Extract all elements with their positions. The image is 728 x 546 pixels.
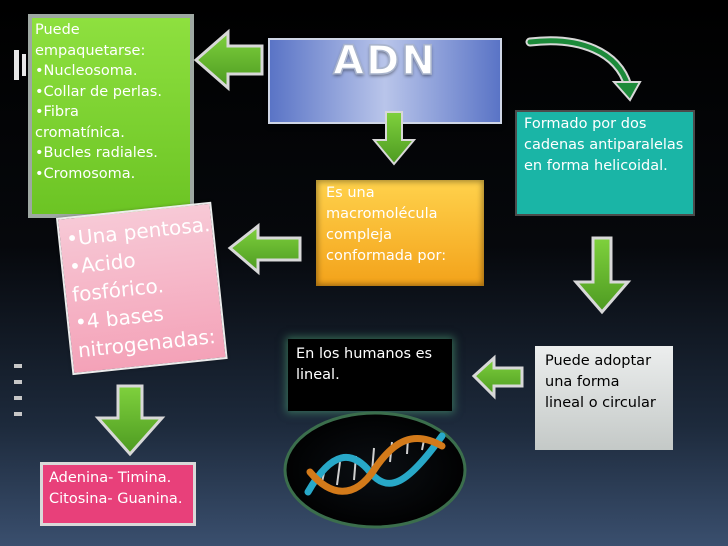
packaging-line: •Nucleosoma. — [35, 63, 138, 79]
dna-helix-icon — [283, 411, 467, 529]
arrow-down-icon — [572, 236, 632, 315]
packaging-line: •Cromosoma. — [35, 165, 136, 182]
page-title: ADN — [332, 37, 437, 85]
packaging-line: •Fibra — [35, 104, 79, 120]
arrow-left-icon — [193, 28, 264, 92]
form-box: Puede adoptar una forma lineal o circula… — [535, 346, 673, 450]
packaging-line: Puede — [35, 22, 80, 38]
arrow-left-icon — [227, 222, 302, 276]
packaging-line: empaquetarse: — [35, 42, 146, 59]
arrow-down-icon — [94, 384, 166, 457]
packaging-line: •Collar de perlas. — [35, 83, 162, 100]
composition-box: Es una macromolécula compleja conformada… — [316, 180, 484, 286]
packaging-box: Puede empaquetarse: •Nucleosoma. •Collar… — [28, 14, 194, 218]
packaging-line: •Bucles radiales. — [35, 145, 158, 161]
humans-box: En los humanos es lineal. — [288, 339, 452, 411]
side-decoration — [14, 50, 26, 416]
arrow-left-icon — [471, 354, 524, 400]
bases-box: Adenina- Timina. Citosina- Guanina. — [40, 462, 196, 526]
bases-line: Citosina- Guanina. — [49, 491, 183, 507]
title-box: ADN — [268, 37, 502, 124]
packaging-line: cromatínica. — [35, 124, 125, 141]
curved-arrow-icon — [525, 36, 633, 91]
components-box: •Una pentosa. •Acido fosfórico. •4 bases… — [56, 201, 228, 376]
bases-line: Adenina- Timina. — [49, 470, 172, 486]
structure-box: Formado por dos cadenas antiparalelas en… — [515, 110, 695, 216]
